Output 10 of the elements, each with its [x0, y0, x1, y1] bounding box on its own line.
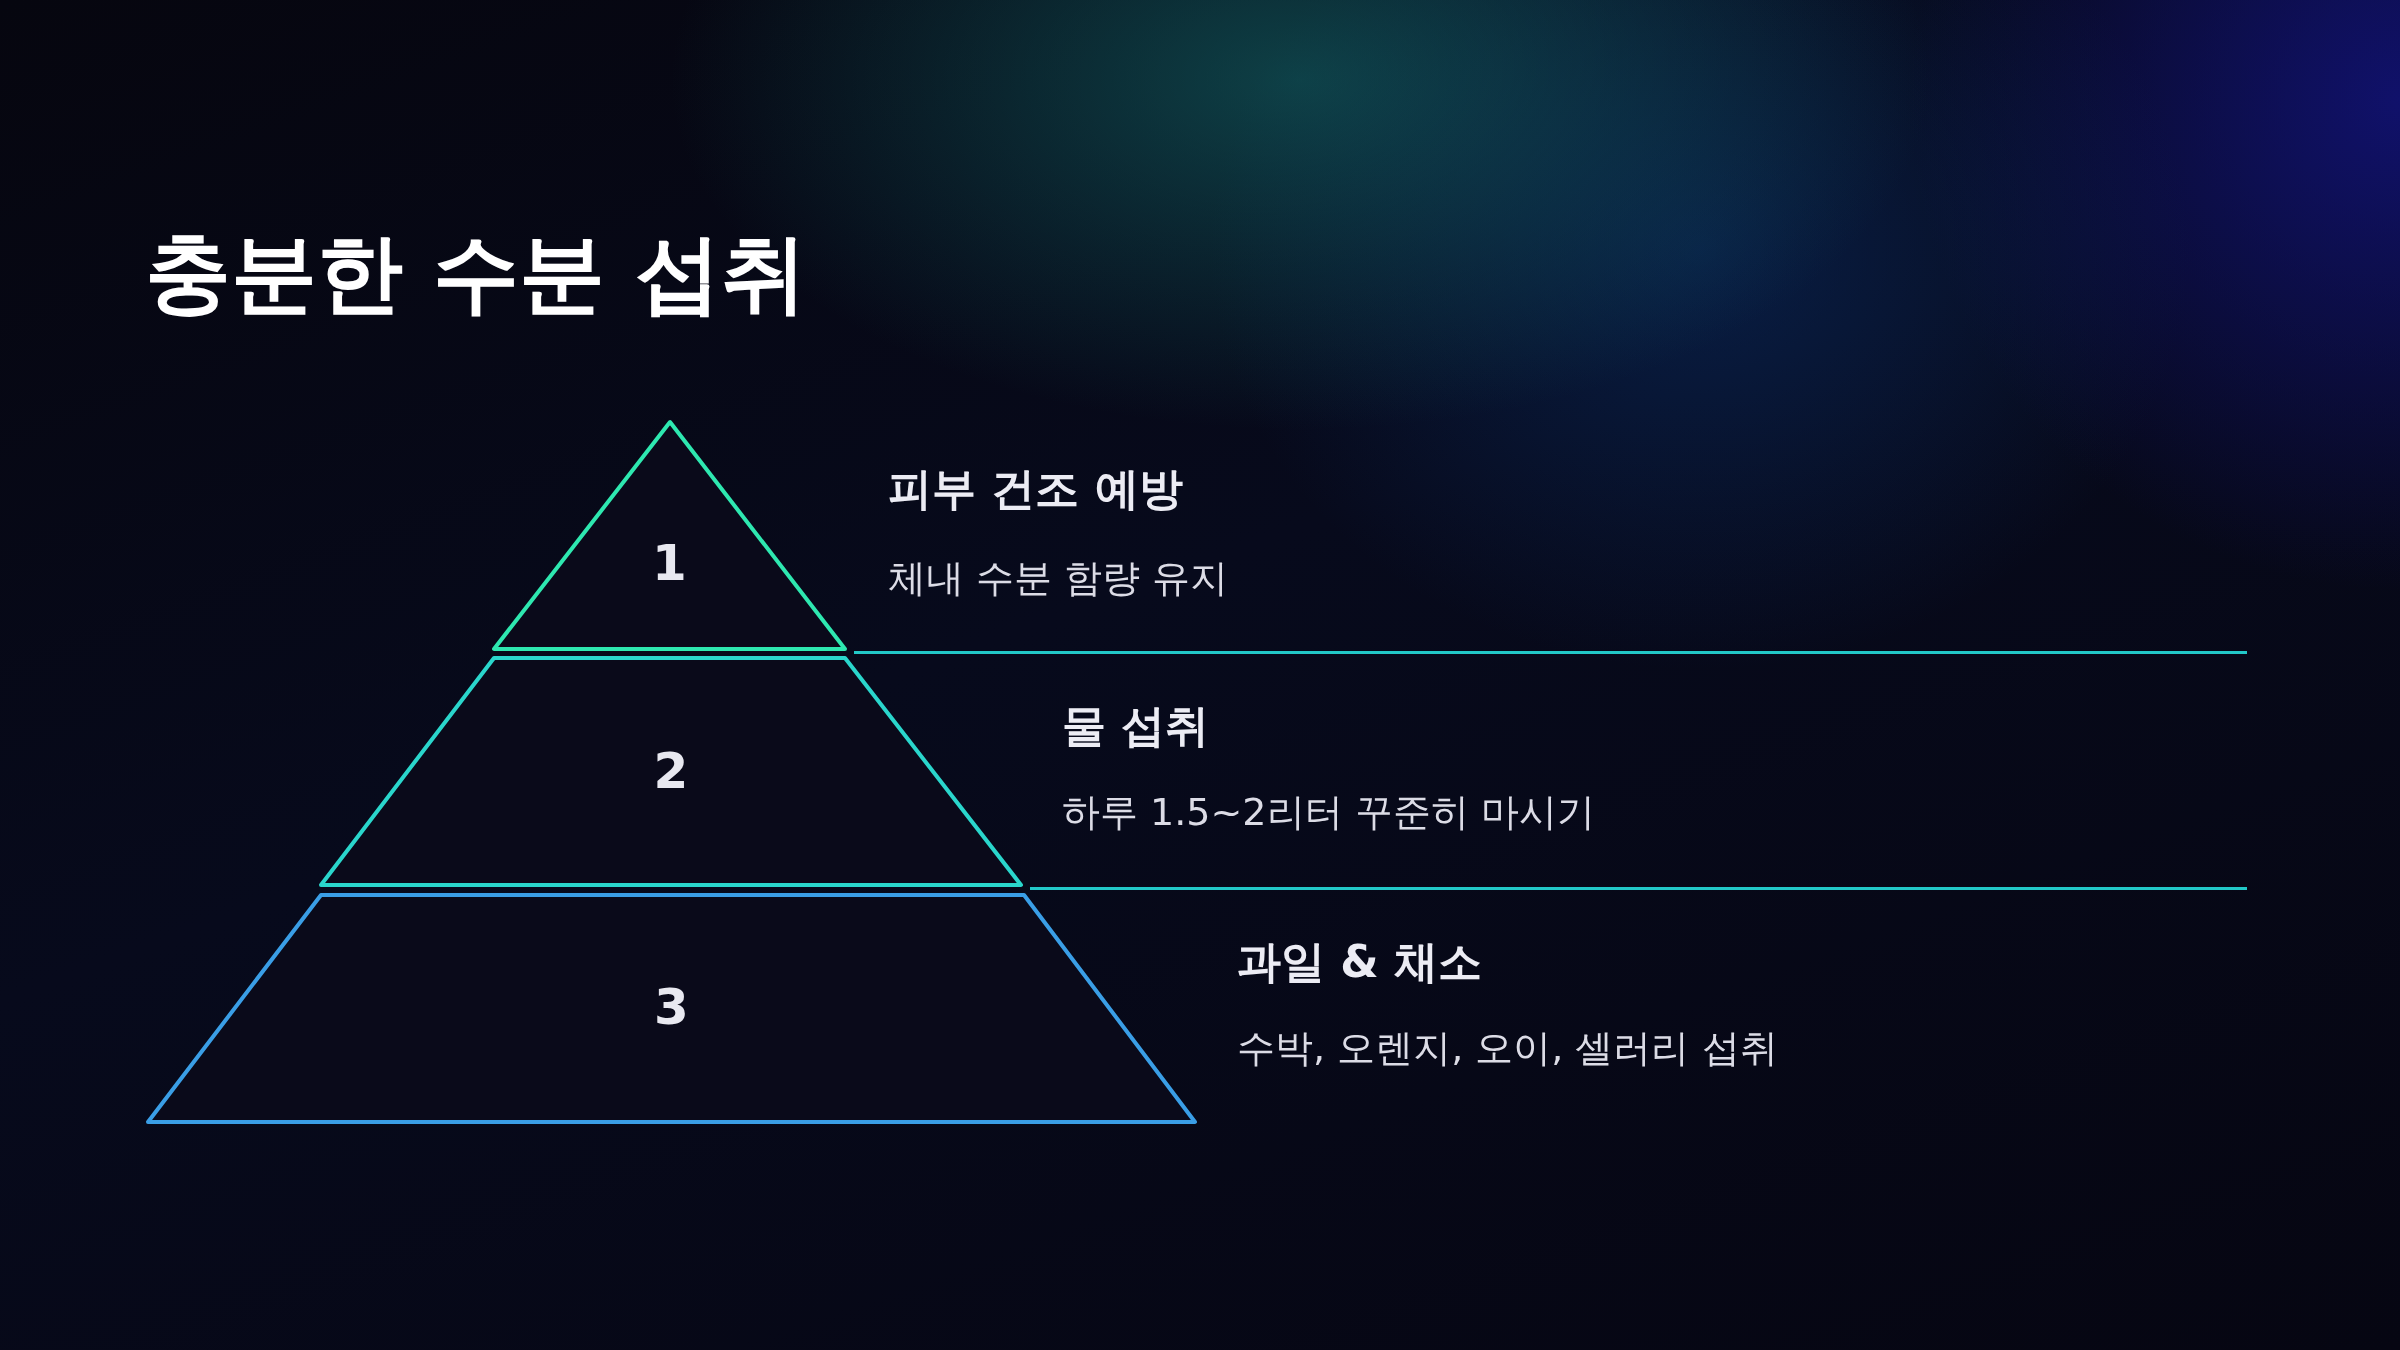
- title: 충분한 수분 섭취: [145, 222, 807, 325]
- tier-description: 체내 수분 함량 유지: [888, 555, 1229, 602]
- tier-description: 하루 1.5~2리터 꾸준히 마시기: [1062, 789, 1595, 836]
- tier-heading: 물 섭취: [1062, 699, 1210, 753]
- tier-description: 수박, 오렌지, 오이, 셀러리 섭취: [1237, 1025, 1778, 1072]
- tier-number: 1: [652, 534, 687, 592]
- tier-heading: 과일 & 채소: [1237, 935, 1482, 989]
- tier-number: 3: [654, 978, 689, 1036]
- tier-number: 2: [653, 742, 689, 800]
- tier-heading: 피부 건조 예방: [888, 462, 1183, 516]
